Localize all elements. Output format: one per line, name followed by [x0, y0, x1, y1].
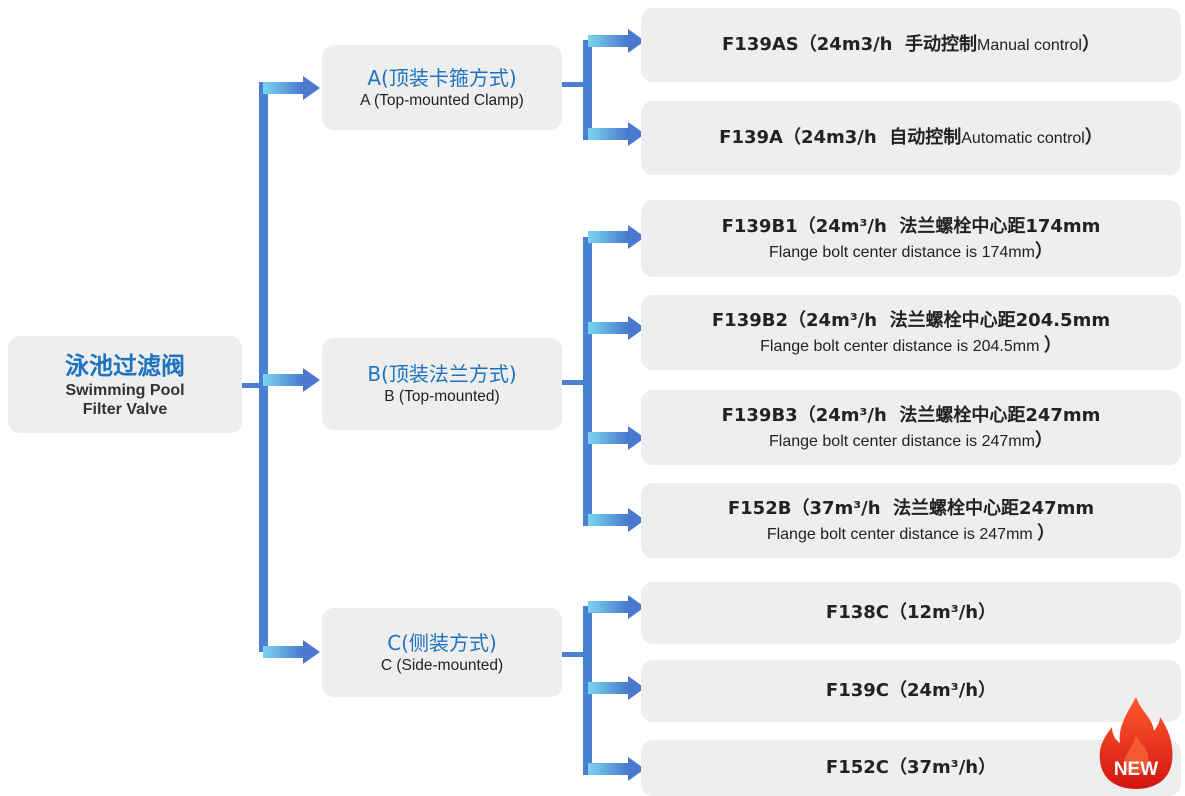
flame-icon	[1099, 697, 1173, 789]
category-b-stub	[562, 380, 588, 385]
product-f139c-label: F139C（24m³/h）	[825, 680, 997, 701]
product-node-f139b2: F139B2（24m³/h 法兰螺栓中心距204.5mm Flange bolt…	[641, 295, 1181, 370]
arrow-to-f139b1	[588, 225, 645, 249]
category-c-trunk	[583, 606, 592, 775]
root-title-en-line2: Filter Valve	[82, 400, 168, 418]
root-title-en-line1: Swimming Pool	[65, 381, 185, 399]
category-node-a: A(顶装卡箍方式) A (Top-mounted Clamp)	[322, 45, 562, 130]
category-a-en: A (Top-mounted Clamp)	[360, 91, 524, 109]
category-node-b: B(顶装法兰方式) B (Top-mounted)	[322, 338, 562, 430]
product-f139b2-line1: F139B2（24m³/h 法兰螺栓中心距204.5mm	[711, 309, 1111, 331]
product-f152b-line2: Flange bolt center distance is 247mm ）	[766, 522, 1056, 543]
new-badge: NEW	[1098, 695, 1174, 791]
product-node-f139b1: F139B1（24m³/h 法兰螺栓中心距174mm Flange bolt c…	[641, 200, 1181, 277]
arrow-to-f152b	[588, 508, 645, 532]
arrow-to-f139b3	[588, 426, 645, 450]
product-node-f139as: F139AS（24m3/h 手动控制Manual control）	[641, 8, 1181, 82]
product-f139a-label: F139A（24m3/h 自动控制Automatic control）	[719, 126, 1103, 148]
arrow-to-f139c	[588, 676, 645, 700]
arrow-to-f139as	[588, 29, 645, 53]
product-f139b1-line2: Flange bolt center distance is 174mm）	[769, 240, 1053, 261]
category-a-trunk	[583, 40, 592, 140]
arrow-to-f139b2	[588, 316, 645, 340]
arrow-to-category-a	[263, 76, 320, 100]
product-node-f138c: F138C（12m³/h）	[641, 582, 1181, 644]
root-node: 泳池过滤阀 Swimming Pool Filter Valve	[8, 336, 242, 433]
root-trunk	[259, 82, 268, 652]
root-stub	[241, 383, 263, 388]
product-node-f139b3: F139B3（24m³/h 法兰螺栓中心距247mm Flange bolt c…	[641, 390, 1181, 465]
arrow-to-f152c	[588, 757, 645, 781]
category-a-cn: A(顶装卡箍方式)	[367, 65, 517, 90]
category-c-cn: C(侧装方式)	[387, 630, 497, 655]
category-c-stub	[562, 652, 588, 657]
product-f152b-line1: F152B（37m³/h 法兰螺栓中心距247mm	[727, 497, 1095, 519]
category-a-stub	[562, 82, 588, 87]
arrow-to-f139a	[588, 122, 645, 146]
product-f139b3-line1: F139B3（24m³/h 法兰螺栓中心距247mm	[721, 404, 1101, 426]
root-title-cn: 泳池过滤阀	[65, 351, 185, 380]
new-badge-label: NEW	[1113, 759, 1159, 780]
product-f139b1-line1: F139B1（24m³/h 法兰螺栓中心距174mm	[721, 215, 1101, 237]
product-f138c-label: F138C（12m³/h）	[825, 602, 997, 623]
product-f139as-label: F139AS（24m3/h 手动控制Manual control）	[722, 33, 1100, 55]
category-b-en: B (Top-mounted)	[384, 388, 500, 405]
arrow-to-f138c	[588, 595, 645, 619]
arrow-to-category-b	[263, 368, 320, 392]
category-b-trunk	[583, 237, 592, 526]
product-node-f152c: F152C（37m³/h）	[641, 740, 1181, 796]
product-node-f152b: F152B（37m³/h 法兰螺栓中心距247mm Flange bolt ce…	[641, 483, 1181, 558]
category-c-en: C (Side-mounted)	[380, 656, 504, 674]
product-f139b2-line2: Flange bolt center distance is 204.5mm ）	[760, 334, 1062, 355]
product-f152c-label: F152C（37m³/h）	[825, 757, 997, 778]
product-node-f139c: F139C（24m³/h）	[641, 660, 1181, 722]
product-f139b3-line2: Flange bolt center distance is 247mm）	[769, 429, 1053, 450]
product-node-f139a: F139A（24m3/h 自动控制Automatic control）	[641, 101, 1181, 175]
arrow-to-category-c	[263, 640, 320, 664]
category-b-cn: B(顶装法兰方式)	[367, 362, 517, 386]
category-node-c: C(侧装方式) C (Side-mounted)	[322, 608, 562, 697]
